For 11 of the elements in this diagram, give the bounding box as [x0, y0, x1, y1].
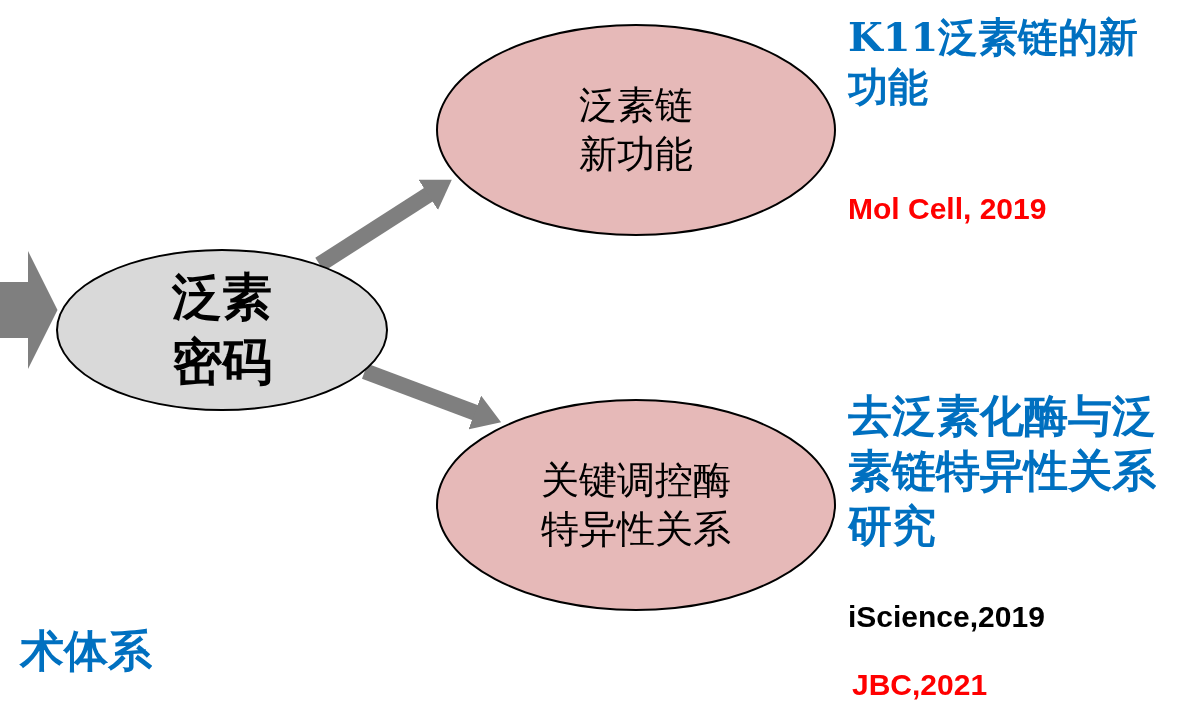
- citation-text: Mol Cell, 2019: [848, 191, 1048, 227]
- ellipse-label: 泛素密码: [171, 267, 273, 393]
- finding-heading: 去泛素化酶与泛素链特异性关系研究: [848, 389, 1157, 553]
- caption-text: 术体系: [20, 624, 152, 678]
- citation-text: JBC,2021: [852, 667, 989, 703]
- arrow: [362, 363, 502, 430]
- finding-heading: K11泛素链的新功能: [848, 12, 1140, 112]
- citation-text: iScience,2019: [848, 599, 1046, 635]
- arrow: [0, 250, 58, 370]
- ellipse-label: 泛素链新功能: [578, 81, 694, 178]
- ellipse-label: 关键调控酶特异性关系: [540, 456, 732, 553]
